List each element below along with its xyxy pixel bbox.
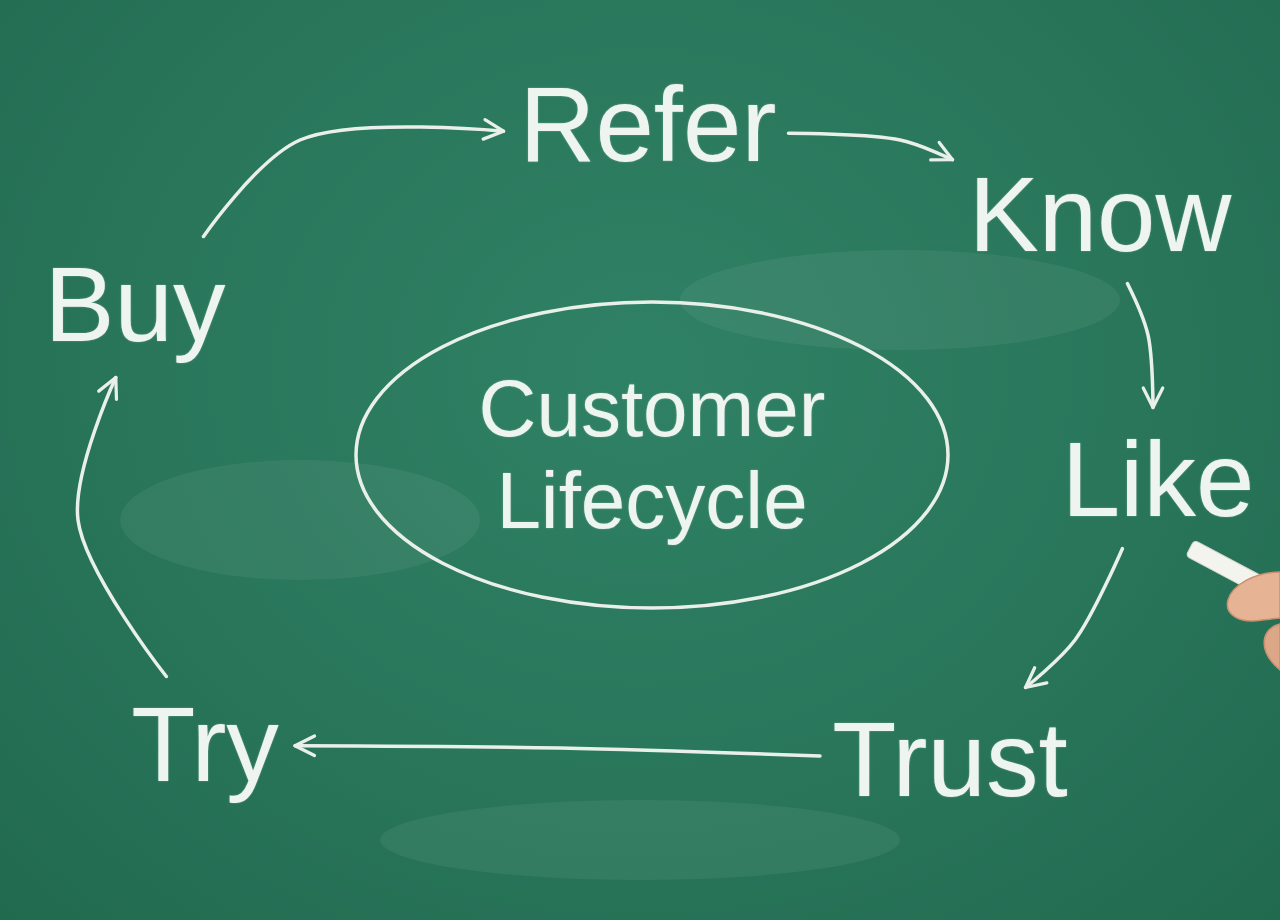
chalk-word: Refer <box>516 65 781 186</box>
stage-word: Like <box>1062 420 1255 541</box>
stage-word: Try <box>131 685 279 806</box>
hand-with-chalk <box>1186 540 1280 670</box>
chalk-arrow <box>77 378 166 677</box>
stage-word: Know <box>969 155 1232 276</box>
stage-word: Buy <box>45 245 226 366</box>
lifecycle-ellipse: Customer Lifecycle <box>352 298 952 612</box>
chalk-arrow <box>1127 284 1153 408</box>
chalk-word: Like <box>1058 420 1259 541</box>
stage-word: Trust <box>832 700 1067 821</box>
chalk-arrow <box>204 127 504 237</box>
chalk-word: Know <box>965 155 1236 276</box>
chalk-word: Try <box>127 685 283 806</box>
chalk-word: Buy <box>41 245 230 366</box>
stage-word: Refer <box>520 65 777 186</box>
chalk-word: Trust <box>828 700 1072 821</box>
chalk-arrow <box>295 746 820 756</box>
chalk-arrow <box>1026 549 1123 688</box>
ellipse-outline <box>352 298 952 612</box>
ellipse-outline <box>356 302 948 608</box>
center-title: Customer Lifecycle <box>442 363 862 547</box>
chalk-arrow <box>789 133 953 159</box>
chalk-smudges <box>120 250 1120 880</box>
